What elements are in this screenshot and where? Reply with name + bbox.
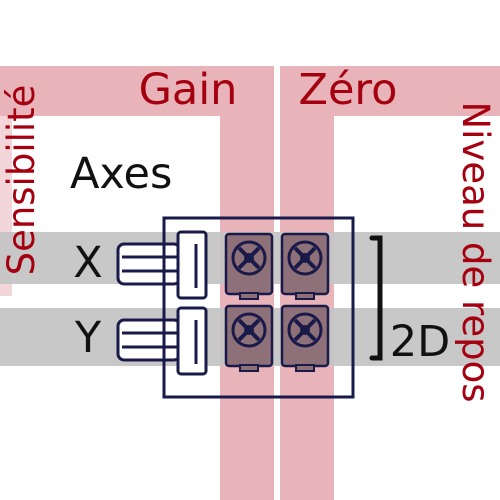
module-outline: [162, 216, 355, 399]
x-gain-knob-icon: [244, 253, 254, 263]
axis-y-label: Y: [74, 313, 102, 363]
y-zero-knob-icon: [300, 325, 310, 335]
2d-label: 2D: [390, 317, 450, 367]
x-zero-knob-icon: [300, 253, 310, 263]
x-connector-plug: [116, 242, 182, 286]
2d-bracket: [369, 235, 383, 361]
y-connector-plug: [116, 318, 182, 362]
potentiometer-y-gain[interactable]: [224, 304, 274, 372]
axis-x-label: X: [73, 238, 102, 288]
top-pink-band: [0, 66, 500, 116]
rest-level-label: Niveau de repos: [454, 101, 497, 402]
sensitivity-label: Sensibilité: [0, 85, 43, 276]
y-gain-knob-icon: [244, 325, 254, 335]
potentiometer-x-gain[interactable]: [224, 232, 274, 300]
potentiometer-x-zero[interactable]: [280, 232, 330, 300]
axes-label: Axes: [70, 149, 172, 199]
gain-label: Gain: [139, 65, 238, 115]
y-connector-socket: [176, 306, 208, 376]
zero-label: Zéro: [299, 65, 398, 115]
potentiometer-y-zero[interactable]: [280, 304, 330, 372]
x-connector-socket: [176, 230, 208, 300]
